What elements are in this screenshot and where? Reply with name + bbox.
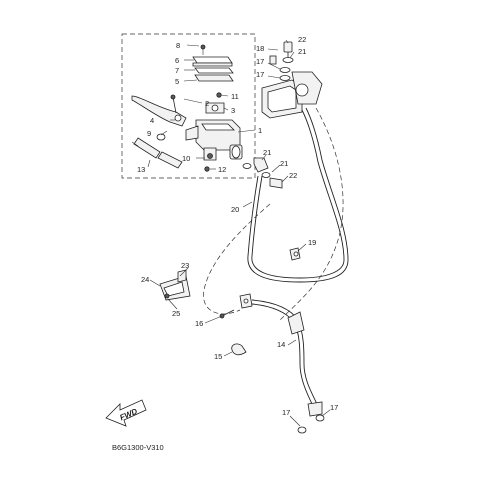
brake-lever (131, 94, 187, 127)
banjo-fitting-left (242, 157, 283, 189)
brake-hose-14 (251, 303, 315, 409)
washer-17-right (315, 414, 325, 422)
callout-8: 8 (176, 41, 180, 50)
callout-17-a: 17 (256, 57, 264, 66)
callout-17-b: 17 (256, 70, 264, 79)
callout-14: 14 (277, 340, 285, 349)
callout-19: 19 (308, 238, 316, 247)
callout-13: 13 (137, 165, 145, 174)
callout-17-d: 17 (330, 403, 338, 412)
forward-arrow-icon: FWD (105, 399, 147, 427)
callout-11: 11 (231, 92, 239, 101)
callout-9: 9 (147, 129, 151, 138)
brake-caliper (261, 41, 323, 119)
screw-11 (216, 92, 222, 98)
callout-17-c: 17 (282, 408, 290, 417)
routing-line-b (203, 203, 271, 315)
washer-17-left (297, 426, 307, 434)
hose-clip-15 (231, 343, 247, 356)
callout-15: 15 (214, 352, 222, 361)
callout-1: 1 (258, 126, 262, 135)
brake-hose-20 (247, 107, 349, 283)
master-cylinder-body (185, 102, 243, 161)
callout-22-top: 22 (298, 35, 306, 44)
callout-21-mid: 21 (263, 148, 271, 157)
hose-guide-bracket (159, 269, 191, 301)
callout-12: 12 (218, 165, 226, 174)
leader-lines (147, 39, 331, 427)
callout-10: 10 (182, 154, 190, 163)
reservoir-cap-group (192, 44, 234, 82)
callout-7: 7 (175, 66, 179, 75)
diagram-code: B6G1300-V310 (112, 443, 164, 452)
callout-18: 18 (256, 44, 264, 53)
push-rod-13 (131, 137, 183, 169)
callout-5: 5 (175, 77, 179, 86)
routing-line-a (279, 107, 344, 321)
callout-3: 3 (231, 106, 235, 115)
washer-9 (156, 133, 166, 141)
hose-clamp-19 (289, 247, 301, 261)
callout-4: 4 (150, 116, 154, 125)
callout-25: 25 (172, 309, 180, 318)
callout-22-low: 22 (289, 171, 297, 180)
screw-12 (204, 166, 210, 172)
callout-6: 6 (175, 56, 179, 65)
callout-24: 24 (141, 275, 149, 284)
callout-21-low: 21 (280, 159, 288, 168)
master-cylinder-assembly-box (121, 33, 256, 179)
callout-21-top: 21 (298, 47, 306, 56)
hose-holder (239, 293, 253, 309)
callout-20: 20 (231, 205, 239, 214)
callout-2: 2 (205, 99, 209, 108)
callout-16: 16 (195, 319, 203, 328)
callout-23: 23 (181, 261, 189, 270)
